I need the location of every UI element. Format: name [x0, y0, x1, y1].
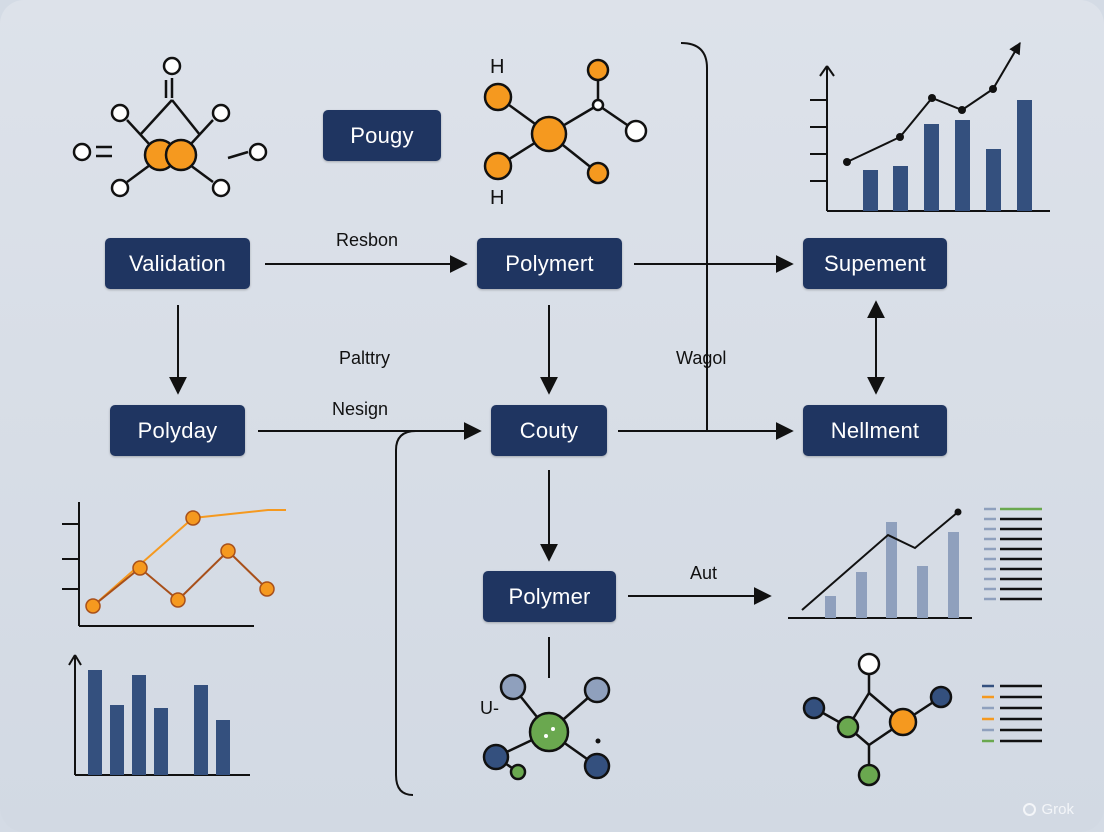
- node-couty[interactable]: Couty: [491, 405, 607, 456]
- node-nellment[interactable]: Nellment: [803, 405, 947, 456]
- molecule-top-left-o: [96, 145, 112, 158]
- connectors: [169, 42, 885, 796]
- bar: [924, 124, 939, 211]
- bracket-wagol: [680, 42, 708, 431]
- bracket-left: [395, 430, 417, 796]
- legend-list-top: [984, 507, 1042, 601]
- molecule-h-bottom-label: H: [490, 187, 505, 209]
- bar: [88, 670, 102, 775]
- bar: [863, 170, 878, 211]
- bar: [948, 532, 959, 618]
- edge-label-wagol: Wagol: [676, 348, 727, 368]
- bar: [132, 675, 146, 775]
- watermark-text: Grok: [1041, 801, 1074, 818]
- chart-top-right: [810, 41, 1050, 212]
- node-supement[interactable]: Supement: [803, 238, 947, 289]
- bar: [154, 708, 168, 775]
- bar: [917, 566, 928, 618]
- bar: [110, 705, 124, 775]
- chart-bottom-right: [788, 508, 972, 619]
- edge-label-palttry: Palttry: [339, 348, 391, 368]
- molecule-bottom-center: [482, 673, 611, 781]
- node-polymert[interactable]: Polymert: [477, 238, 622, 289]
- bar: [1017, 100, 1032, 211]
- edge-label-aut: Aut: [690, 563, 718, 583]
- node-pougy[interactable]: Pougy: [323, 110, 441, 161]
- edge-label-resbon: Resbon: [336, 230, 399, 250]
- molecule-bottom-right: [802, 652, 953, 787]
- node-polyday[interactable]: Polyday: [110, 405, 245, 456]
- bar: [986, 149, 1001, 211]
- bar: [216, 720, 230, 775]
- chart-bar-left: [68, 654, 250, 776]
- molecule-h-top-label: H: [490, 56, 505, 78]
- grok-logo-icon: [1023, 803, 1037, 816]
- bar: [893, 166, 908, 211]
- edge-label-nesign: Nesign: [332, 399, 389, 419]
- bar: [194, 685, 208, 775]
- node-polymer[interactable]: Polymer: [483, 571, 616, 622]
- bar: [886, 522, 897, 618]
- node-validation[interactable]: Validation: [105, 238, 250, 289]
- molecule-top-center: [483, 58, 648, 185]
- bar: [856, 572, 867, 618]
- legend-list-bottom: [982, 684, 1042, 743]
- bar: [825, 596, 836, 618]
- chart-line-left: [62, 502, 286, 627]
- molecule-top-left: [72, 56, 268, 198]
- watermark: Grok: [1023, 801, 1074, 818]
- bar: [955, 120, 970, 211]
- molecule-u-label: U-: [480, 698, 499, 718]
